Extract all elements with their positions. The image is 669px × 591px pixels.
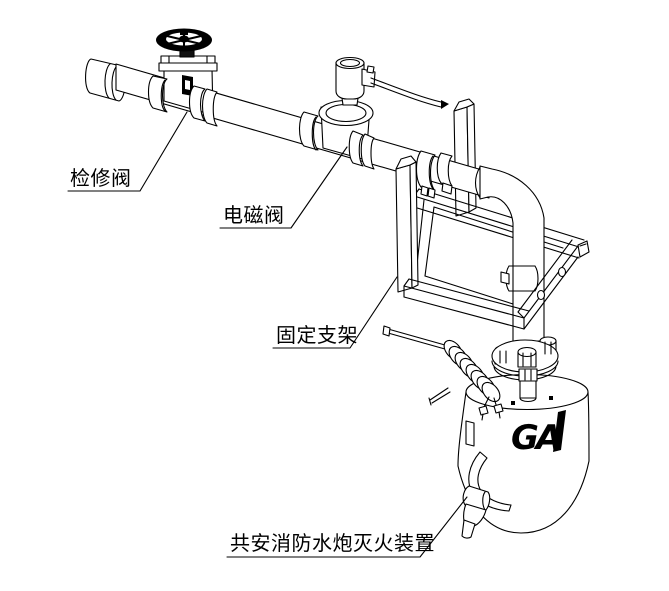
bracket-post-front [395, 155, 419, 293]
label-water-cannon: 共安消防水炮灭火装置 [230, 532, 435, 555]
frame-right-rail [517, 239, 579, 330]
bracket-post-back [453, 98, 477, 217]
clamp-nut [441, 182, 453, 195]
post-front-face [453, 106, 470, 217]
pipe-weld-joint [474, 166, 481, 199]
frame-back-rail [413, 188, 585, 259]
bracket-frame-rear [403, 188, 585, 286]
linework-root: GA 检修阀 电磁阀 固定支架 共安消防水炮灭火装置 [67, 28, 590, 558]
nut-facets [524, 369, 532, 381]
coupling-right-b [360, 133, 375, 170]
inspection-valve [147, 28, 218, 127]
leader-solenoid-valve [219, 146, 348, 229]
handwheel-hub [179, 35, 189, 43]
connector-pin [366, 65, 375, 74]
solenoid-coil [335, 62, 365, 100]
valve-window-slot [185, 80, 190, 90]
nozzle-collar-rim [482, 491, 486, 511]
handwheel-stub [180, 29, 188, 35]
post-top-bevel [395, 155, 417, 170]
mount-hole [557, 266, 567, 278]
label-inspection-valve: 检修阀 [70, 167, 132, 190]
rail-end-cap-edge [579, 243, 587, 247]
coupling-right-a [348, 130, 364, 167]
clamp-band-inner [428, 155, 434, 190]
bracket-frame-front [403, 239, 590, 330]
solenoid-cable [370, 77, 442, 108]
stem-neck [519, 380, 537, 399]
ga-logo: GA [511, 410, 566, 458]
cable-end-fitting [382, 325, 391, 337]
solenoid-valve [298, 56, 449, 170]
leader-mounting-bracket [272, 276, 398, 349]
side-slot [465, 420, 475, 447]
stem-nut [518, 368, 538, 382]
pipe-clamp-front [415, 150, 436, 199]
clamp-nuts [420, 185, 436, 199]
neck-bottom [519, 397, 537, 403]
logo-slash [553, 410, 566, 452]
rail-end-cap [577, 240, 590, 258]
flange-assembly [491, 336, 559, 403]
mount-hole [536, 289, 546, 301]
leader-water-cannon [226, 496, 468, 558]
coupling-right-b [201, 88, 218, 127]
leader-inspection-valve [67, 111, 188, 192]
logo-text: GA [511, 418, 560, 458]
label-mounting-bracket: 固定支架 [276, 324, 358, 347]
coiled-cable [382, 325, 504, 421]
wire-terminals [478, 403, 504, 416]
frame-front-rail [403, 275, 530, 330]
cable-tip [441, 100, 449, 109]
label-solenoid-valve: 电磁阀 [223, 204, 285, 227]
terminal-leads [481, 411, 501, 421]
coupling-left-rim [311, 116, 317, 151]
coupling-left-rim [160, 79, 166, 112]
annotations: 检修阀 电磁阀 固定支架 共安消防水炮灭火装置 [67, 111, 468, 558]
post-top-bevel [453, 98, 475, 112]
bonnet-flange [158, 62, 218, 72]
nozzle [461, 485, 491, 539]
post-side-face [466, 103, 477, 213]
cable-loose-strand [428, 387, 451, 406]
post-front-face [395, 164, 413, 293]
pipe-clamp-back [436, 152, 453, 195]
cable-straight-run [387, 328, 453, 352]
coil-loop [481, 381, 501, 403]
riser-clamp-tab [500, 271, 510, 285]
bolt-front-top [517, 346, 537, 358]
post-side-face [409, 161, 419, 289]
nozzle-tip [461, 519, 476, 539]
coil-top-inner [339, 58, 361, 68]
bolt-facets [499, 341, 552, 367]
flange-bolts [160, 55, 216, 64]
